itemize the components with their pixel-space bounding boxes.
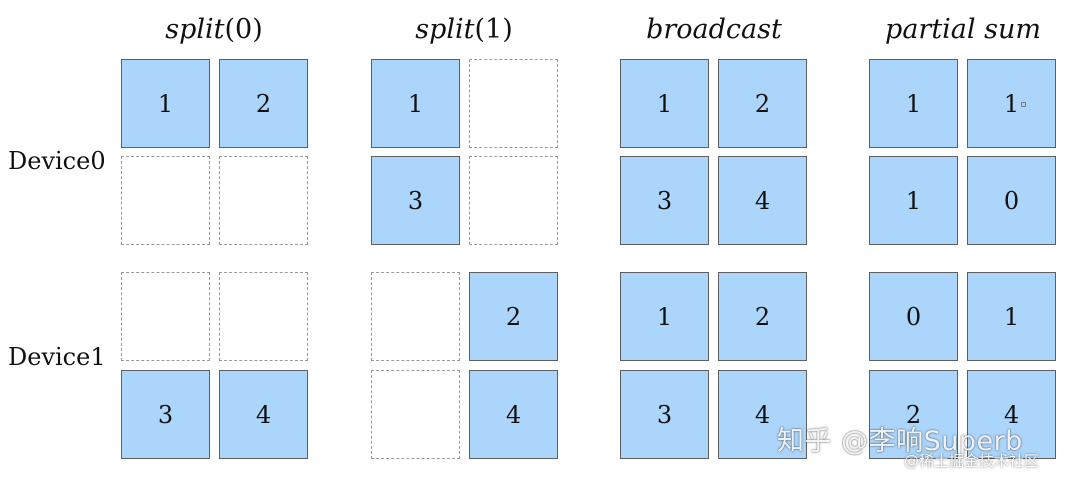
cursor-speck-icon (1021, 102, 1026, 107)
cell-col1-dev1-r0-c0 (371, 272, 460, 361)
cell-col3-dev1-r1-c1: 4 (967, 370, 1056, 459)
cell-col3-dev0-r1-c0: 1 (869, 156, 958, 245)
cell-col2-dev1-r1-c1: 4 (718, 370, 807, 459)
cell-col0-dev0-r0-c0: 1 (121, 59, 210, 148)
cell-col2-dev1-r0-c1: 2 (718, 272, 807, 361)
cell-col0-dev0-r1-c1 (219, 156, 308, 245)
cell-col2-dev1-r1-c0: 3 (620, 370, 709, 459)
title-partial-sum: partial sum (885, 14, 1041, 45)
title-broadcast: broadcast (646, 14, 782, 45)
cell-col3-dev0-r1-c1: 0 (967, 156, 1056, 245)
cell-col2-dev0-r0-c0: 1 (620, 59, 709, 148)
cell-col0-dev1-r1-c0: 3 (121, 370, 210, 459)
cell-col1-dev1-r1-c1: 4 (469, 370, 558, 459)
cell-col2-dev1-r0-c0: 1 (620, 272, 709, 361)
cell-col0-dev0-r0-c1: 2 (219, 59, 308, 148)
watermark-juejin: @稀土掘金技术社区 (904, 452, 1040, 470)
cell-col3-dev1-r0-c1: 1 (967, 272, 1056, 361)
cell-col3-dev1-r0-c0: 0 (869, 272, 958, 361)
watermark-zhihu: 知乎 @李响Superb (777, 426, 1023, 457)
cell-col3-dev0-r0-c1: 1 (967, 59, 1056, 148)
cell-col2-dev0-r0-c1: 2 (718, 59, 807, 148)
cell-col3-dev1-r1-c0: 2 (869, 370, 958, 459)
cell-col0-dev0-r1-c0 (121, 156, 210, 245)
title-split-1: split(1) (415, 14, 513, 45)
cell-col1-dev0-r0-c0: 1 (371, 59, 460, 148)
cell-col1-dev1-r1-c0 (371, 370, 460, 459)
cell-col2-dev0-r1-c0: 3 (620, 156, 709, 245)
cell-col0-dev1-r0-c0 (121, 272, 210, 361)
cell-col2-dev0-r1-c1: 4 (718, 156, 807, 245)
cell-col1-dev0-r1-c1 (469, 156, 558, 245)
device-label-0: Device0 (8, 147, 106, 175)
device-label-1: Device1 (8, 343, 106, 371)
cell-col3-dev0-r0-c0: 1 (869, 59, 958, 148)
title-split-0: split(0) (165, 14, 263, 45)
cell-col1-dev1-r0-c1: 2 (469, 272, 558, 361)
cell-col1-dev0-r1-c0: 3 (371, 156, 460, 245)
cell-col0-dev1-r1-c1: 4 (219, 370, 308, 459)
cell-col1-dev0-r0-c1 (469, 59, 558, 148)
cell-col0-dev1-r0-c1 (219, 272, 308, 361)
